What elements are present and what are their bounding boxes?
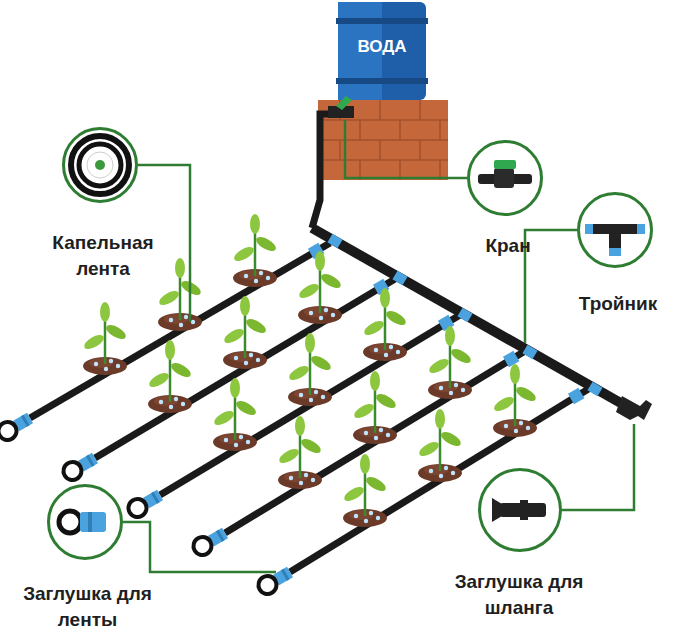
plants (277, 416, 323, 489)
drip-tape (30, 243, 330, 418)
callout-backgrounds (48, 128, 652, 559)
water-barrel (336, 2, 428, 100)
plants (492, 364, 538, 437)
callout-backgrounds (468, 141, 542, 215)
tee-icon (609, 248, 621, 256)
water-tank: ВОДА (338, 0, 426, 100)
callout-circle: Заглушка для ленты (47, 484, 123, 560)
callout-backgrounds (578, 193, 652, 267)
tape-coil-icon (71, 136, 129, 194)
callout-circle: Капельная лента (62, 127, 138, 203)
tape-plug-icon (88, 512, 92, 532)
tank-tap (328, 96, 354, 118)
drip-tape (160, 315, 460, 495)
tape-coil-icon (71, 136, 129, 194)
plants (297, 251, 343, 324)
tap-icon (478, 160, 532, 188)
tape-plug-icon (59, 511, 81, 533)
tap-icon (494, 168, 514, 188)
brick-stand (318, 100, 448, 180)
tank-tap (336, 96, 352, 110)
hose-plug-icon (520, 500, 528, 520)
water-barrel (336, 78, 428, 84)
plants (147, 251, 343, 413)
leader-lines (123, 522, 276, 572)
callout-label: Тройник (570, 291, 666, 317)
main-hose (330, 238, 600, 392)
plants (277, 326, 473, 489)
drip-tape (255, 564, 294, 597)
drip-tape (190, 525, 229, 558)
plants (212, 288, 408, 451)
leader-lines (345, 120, 467, 178)
water-barrel (338, 2, 426, 100)
plants (342, 454, 388, 527)
tee-icon (585, 224, 645, 256)
supply-pipe (312, 114, 334, 228)
callout-label: Капельная лента (38, 230, 168, 282)
callout-backgrounds (63, 128, 137, 202)
plants (362, 288, 408, 361)
hose-plug-icon (492, 498, 546, 522)
plants (82, 302, 128, 375)
main-hose (312, 228, 626, 406)
plants (427, 326, 473, 399)
tee-icon (637, 224, 645, 234)
brick-stand (318, 100, 448, 180)
drip-tape (0, 410, 35, 443)
tee-icon (585, 224, 593, 234)
tape-plug-icon (59, 511, 106, 533)
tape-coil-icon (79, 144, 121, 186)
leader-lines (525, 230, 577, 343)
drip-tape (255, 388, 590, 597)
drip-tape (568, 388, 584, 404)
plants (147, 340, 193, 413)
supply-pipe (312, 114, 334, 228)
brick-stand (318, 100, 448, 180)
tank-label: ВОДА (338, 34, 426, 60)
drip-tape (125, 487, 164, 520)
tape-coil-icon (95, 160, 105, 170)
tape-plug-icon (80, 512, 106, 532)
plants (232, 214, 278, 287)
callout-circle: Тройник (577, 192, 653, 268)
water-barrel (336, 18, 428, 24)
tap-icon (494, 160, 516, 169)
plants (157, 258, 203, 331)
plants (212, 378, 258, 451)
callout-backgrounds (48, 485, 122, 559)
callout-circle: Кран (467, 140, 543, 216)
main-hose (616, 396, 652, 420)
plants (222, 296, 268, 369)
callout-label: Кран (460, 233, 556, 259)
plants (287, 333, 333, 406)
callout-label: Заглушка для ленты (10, 581, 165, 632)
leader-lines (123, 120, 634, 572)
callout-backgrounds (479, 469, 561, 551)
plants (417, 409, 463, 482)
leader-lines (562, 424, 634, 510)
drip-tape (60, 450, 99, 483)
drip-tape (290, 388, 590, 572)
callout-circle: Заглушка для шланга (478, 468, 562, 552)
plants (352, 371, 398, 444)
callout-label: Заглушка для шланга (439, 569, 599, 621)
tape-coil-icon (87, 152, 113, 178)
drip-tape (95, 279, 395, 458)
